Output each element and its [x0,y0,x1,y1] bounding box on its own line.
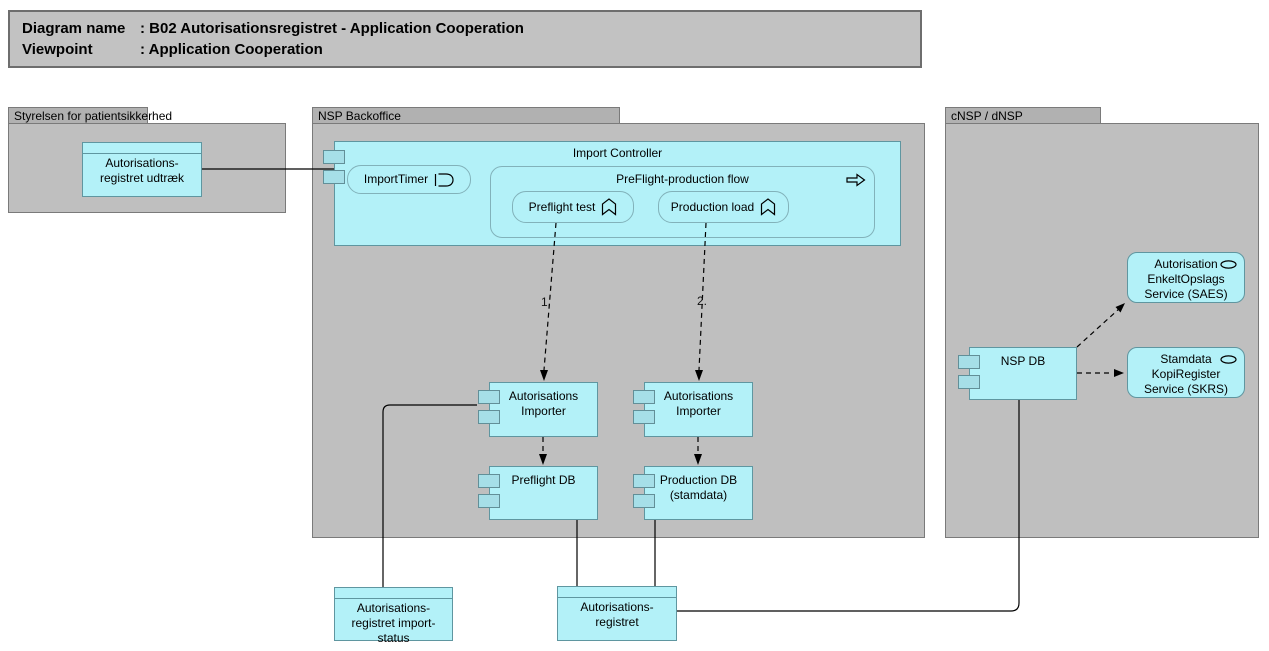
component-port [478,494,500,508]
event-icon [435,172,454,187]
node-label: Autorisations- registret [580,600,654,629]
node-autorisationsregistret-udtraek[interactable]: Autorisations- registret udtræk [82,142,202,197]
function-icon [602,198,617,216]
data-object-band [558,587,676,598]
diagram-name-value: : B02 Autorisationsregistret - Applicati… [140,20,524,37]
function-icon [761,198,776,216]
node-label: Autorisations- registret udtræk [99,156,185,185]
component-port [323,170,345,184]
node-label: Stamdata KopiRegister Service (SKRS) [1143,352,1229,396]
component-port [478,474,500,488]
component-port [478,410,500,424]
node-autorisations-importer-1[interactable]: Autorisations Importer [489,382,598,437]
process-arrow-icon [846,173,866,187]
node-preflight-test[interactable]: Preflight test [512,191,634,223]
node-label: PreFlight-production flow [616,172,749,186]
node-preflight-db[interactable]: Preflight DB [489,466,598,520]
title-row-2: Viewpoint : Application Cooperation [22,39,920,60]
group-body-cnsp[interactable] [945,123,1259,538]
edge-label-1: 1. [541,295,552,309]
node-label: ImportTimer [363,172,429,186]
component-port [323,150,345,164]
node-autorisationsregistret[interactable]: Autorisations- registret [557,586,677,641]
node-label: NSP DB [1000,354,1046,368]
node-label: Production load [670,199,755,214]
node-label: Autorisations Importer [663,389,734,418]
group-tab-nsp-backoffice[interactable]: NSP Backoffice [312,107,620,124]
data-object-band [335,588,452,599]
node-label: Production DB (stamdata) [659,473,738,502]
component-port [633,474,655,488]
component-port [958,355,980,369]
data-object-band [83,143,201,154]
node-production-load[interactable]: Production load [658,191,789,223]
edge-label-2: 2. [697,294,708,308]
group-label-styrelsen: Styrelsen for patientsikkerhed [14,109,173,123]
group-label-nsp-backoffice: NSP Backoffice [318,109,401,123]
node-label: Autorisation EnkeltOpslags Service (SAES… [1144,257,1228,301]
component-port [633,494,655,508]
node-label: Autorisations Importer [508,389,579,418]
title-row-1: Diagram name : B02 Autorisationsregistre… [22,18,920,39]
node-saes-service[interactable]: Autorisation EnkeltOpslags Service (SAES… [1127,252,1245,303]
service-oval-icon [1220,260,1237,269]
diagram-title-box: Diagram name : B02 Autorisationsregistre… [8,10,922,68]
viewpoint-value: : Application Cooperation [140,41,323,58]
node-label: Preflight DB [511,473,576,487]
node-autorisationsregistret-import-status[interactable]: Autorisations- registret import- status [334,587,453,645]
service-oval-icon [1220,355,1237,364]
diagram-name-label: Diagram name [22,20,126,37]
node-skrs-service[interactable]: Stamdata KopiRegister Service (SKRS) [1127,347,1245,398]
node-label: Autorisations- registret import- status [351,601,436,645]
component-port [478,390,500,404]
group-tab-styrelsen[interactable]: Styrelsen for patientsikkerhed [8,107,172,124]
viewpoint-label: Viewpoint [22,41,93,58]
node-autorisations-importer-2[interactable]: Autorisations Importer [644,382,753,437]
node-import-timer[interactable]: ImportTimer [347,165,471,194]
node-nsp-db[interactable]: NSP DB [969,347,1077,400]
component-port [958,375,980,389]
node-label: Import Controller [572,146,663,160]
component-port [633,410,655,424]
group-label-cnsp: cNSP / dNSP [951,109,1023,123]
group-tab-cnsp[interactable]: cNSP / dNSP [945,107,1101,124]
node-production-db[interactable]: Production DB (stamdata) [644,466,753,520]
component-port [633,390,655,404]
node-label: Preflight test [528,199,596,214]
